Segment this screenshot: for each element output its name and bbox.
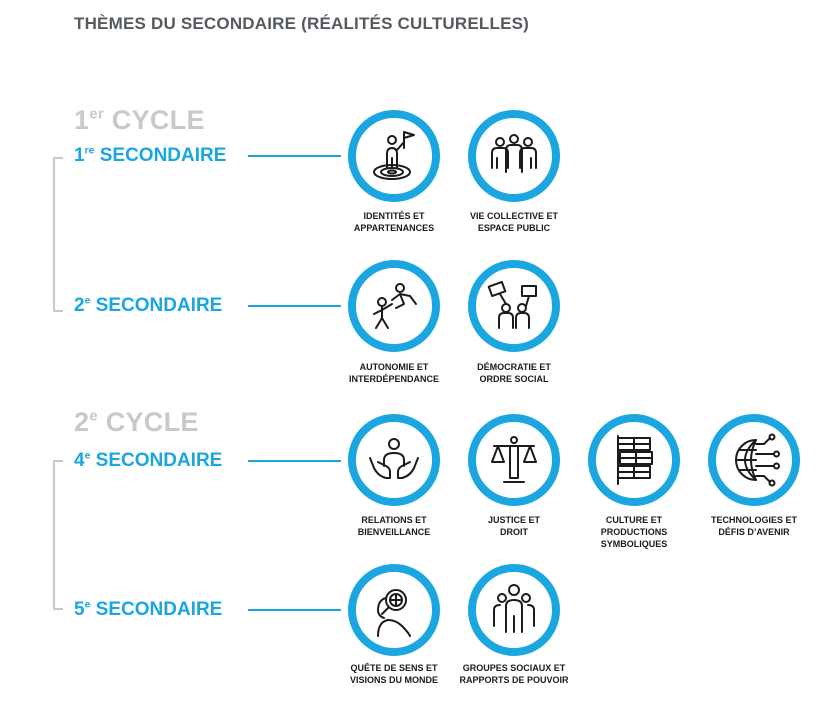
level-label-4e-secondaire: 4e SECONDAIRE [74,450,223,471]
connector-line [248,155,341,157]
theme-label: GROUPES SOCIAUX ET RAPPORTS DE POUVOIR [459,663,569,685]
theme-label: TECHNOLOGIES ET DÉFIS D’AVENIR [710,515,797,537]
theme-circle [468,260,560,352]
theme-label: CULTURE ET PRODUCTIONS SYMBOLIQUES [600,515,668,549]
theme-circle [468,564,560,656]
theme-label: AUTONOMIE ET INTERDÉPENDANCE [348,362,439,384]
scales-of-justice-icon [491,436,537,483]
theme-circle [348,414,440,506]
theme-circle [588,414,680,506]
theme-circle [468,414,560,506]
cycle-1-label: 1er CYCLE [74,105,205,135]
level-label-1re-secondaire: 1re SECONDAIRE [74,145,227,166]
theme-label: VIE COLLECTIVE ET ESPACE PUBLIC [469,211,558,233]
theme-circle [348,110,440,202]
protest-signs-icon [487,280,537,329]
group-of-people-icon [491,134,537,173]
cycle-2-label: 2e CYCLE [74,407,199,437]
hands-holding-person-icon [369,438,419,479]
level-label-5e-secondaire: 5e SECONDAIRE [74,599,223,620]
connector-line [248,609,341,611]
theme-label: IDENTITÉS ET APPARTENANCES [353,211,435,233]
cycle-2-bracket [53,460,63,610]
theme-circle [468,110,560,202]
crowd-of-people-icon [493,584,535,633]
theme-circle [348,260,440,352]
theme-circle [348,564,440,656]
globe-network-icon [735,433,780,487]
connector-line [248,305,341,307]
level-label-2e-secondaire: 2e SECONDAIRE [74,295,223,316]
page-title: THÈMES DU SECONDAIRE (RÉALITÉS CULTURELL… [74,14,530,33]
connector-line [248,460,341,462]
quebec-flag-icon [617,435,653,485]
theme-label: RELATIONS ET BIENVEILLANCE [357,515,431,537]
theme-circle [708,414,800,506]
person-magnifier-globe-icon [377,589,411,637]
theme-label: QUÊTE DE SENS ET VISIONS DU MONDE [349,663,438,685]
cycle-1-bracket [53,157,63,312]
theme-label: JUSTICE ET DROIT [487,515,540,537]
people-helping-climb-icon [373,283,417,329]
theme-label: DÉMOCRATIE ET ORDRE SOCIAL [477,362,551,384]
target-person-flag-icon [373,131,415,180]
